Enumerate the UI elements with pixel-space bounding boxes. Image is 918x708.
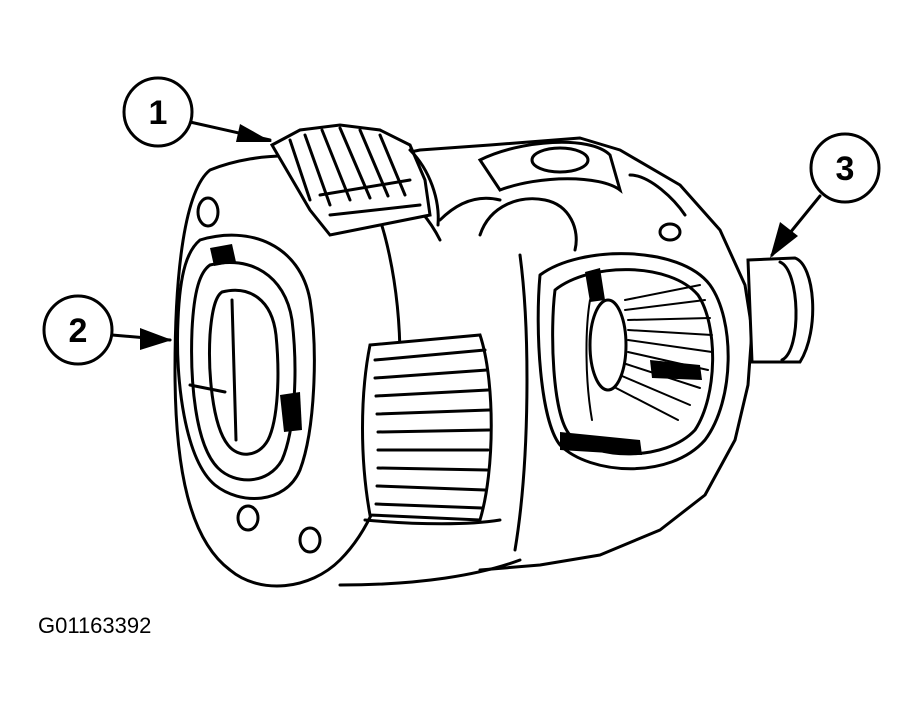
callout-1: 1 [122,76,272,148]
callout-3-arrowhead [770,222,798,258]
callout-3-circle [809,132,881,204]
pinion-gear [361,333,502,526]
callout-2-label: 2 [69,312,88,350]
axle-shaft-stub [746,256,815,364]
callout-1-circle [122,76,194,148]
callout-1-label: 1 [149,94,168,132]
ring-gear-teeth-top [269,123,440,237]
case-seam [513,253,529,552]
callout-3: 3 [770,132,881,258]
differential-assembly-drawing [173,123,815,588]
case-cutout-upper [438,196,578,252]
figure-code: G01163392 [38,613,151,638]
callout-2-arrowhead [140,328,172,350]
callout-1-arrowhead [236,124,272,142]
callout-3-label: 3 [836,150,855,188]
callout-2-circle [42,294,114,366]
case-window-spider-gears [536,252,730,471]
side-gear-teeth [615,284,713,421]
bearing-retainer [176,233,316,500]
callout-2: 2 [42,294,172,366]
